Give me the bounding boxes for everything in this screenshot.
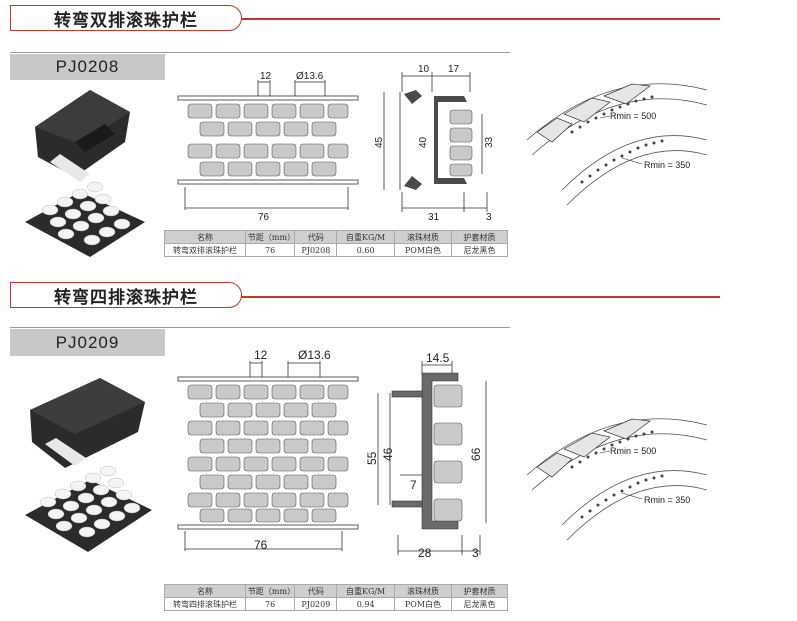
dim-bottom-a: 28 (418, 546, 432, 560)
dim-pitch: 12 (260, 71, 272, 82)
dim-inner: 40 (418, 136, 429, 148)
section-1-divider (10, 52, 510, 53)
dim-bottom-b: 3 (472, 546, 479, 560)
section-1-side-view: 10 17 45 40 33 31 3 (374, 64, 495, 222)
table-header-cell: 自重KG/M (336, 230, 395, 244)
table-cell: PJ0208 (294, 243, 338, 257)
rmin-500: Rmin = 500 (610, 111, 656, 121)
table-cell: 76 (244, 243, 296, 257)
section-2-curve-diagram: Rmin = 500 Rmin = 350 (526, 418, 708, 541)
table-header-row: 名称 节距（mm） 代码 自重KG/M 滚珠材质 护套材质 (164, 584, 508, 598)
table-row: 转弯双排滚珠护栏 76 PJ0208 0.60 POM白色 尼龙黑色 (164, 243, 508, 257)
table-cell: 转弯双排滚珠护栏 (164, 243, 246, 257)
section-2-divider (10, 327, 510, 328)
table-header-cell: 滚珠材质 (393, 584, 453, 598)
product-photo-bottom (25, 181, 145, 257)
product-photo-top (30, 378, 145, 468)
table-cell: 尼龙黑色 (451, 243, 508, 257)
table-cell: 0.94 (336, 597, 395, 611)
table-header-row: 名称 节距（mm） 代码 自重KG/M 滚珠材质 护套材质 (164, 230, 508, 244)
table-cell: PJ0209 (294, 597, 338, 611)
table-header-cell: 节距（mm） (244, 230, 296, 244)
section-2-code: PJ0209 (10, 329, 165, 356)
table-row: 转弯四排滚珠护栏 76 PJ0209 0.94 POM白色 尼龙黑色 (164, 597, 508, 611)
section-1-spec-table: 名称 节距（mm） 代码 自重KG/M 滚珠材质 护套材质 转弯双排滚珠护栏 7… (164, 230, 508, 257)
rmin-350: Rmin = 350 (644, 495, 690, 505)
dim-top: 14.5 (426, 351, 450, 365)
section-1-curve-diagram: Rmin = 500 Rmin = 350 (526, 83, 708, 206)
section-1-code: PJ0208 (10, 54, 165, 80)
section-2-product-photos (25, 378, 152, 552)
table-header-cell: 滚珠材质 (393, 230, 453, 244)
table-header-cell: 名称 (164, 584, 246, 598)
dim-top-a: 10 (418, 64, 430, 75)
table-cell: 尼龙黑色 (451, 597, 508, 611)
dim-diameter: Ø13.6 (296, 71, 324, 82)
section-1-title: 转弯双排滚珠护栏 (10, 5, 242, 31)
dim-inner: 46 (381, 447, 395, 461)
dim-bottom-b: 3 (486, 212, 492, 222)
dim-pitch: 12 (254, 348, 268, 362)
dim-bottom-a: 31 (428, 212, 440, 222)
table-header-cell: 护套材质 (451, 230, 508, 244)
table-header-cell: 名称 (164, 230, 246, 244)
section-2-title: 转弯四排滚珠护栏 (10, 282, 242, 308)
table-header-cell: 代码 (294, 230, 338, 244)
table-header-cell: 护套材质 (451, 584, 508, 598)
rmin-500: Rmin = 500 (610, 446, 656, 456)
section-2-front-view: 12 Ø13.6 76 (177, 348, 359, 552)
section-2-rule (240, 296, 720, 298)
section-1-product-photos (25, 90, 145, 257)
rmin-350: Rmin = 350 (644, 160, 690, 170)
dim-width: 76 (258, 212, 270, 222)
table-cell: POM白色 (393, 243, 453, 257)
product-photo-top (35, 90, 130, 182)
table-header-cell: 自重KG/M (336, 584, 395, 598)
dim-diameter: Ø13.6 (298, 348, 331, 362)
table-cell: POM白色 (393, 597, 453, 611)
section-2-side-view: 14.5 55 46 66 7 28 3 (365, 351, 487, 560)
dim-height: 45 (374, 136, 385, 148)
table-header-cell: 代码 (294, 584, 338, 598)
section-1-front-view: 12 Ø13.6 76 (177, 71, 359, 222)
table-cell: 76 (244, 597, 296, 611)
dim-right: 66 (469, 447, 483, 461)
table-cell: 0.60 (336, 243, 395, 257)
dim-small: 7 (410, 478, 417, 492)
dim-right: 33 (484, 136, 495, 148)
product-photo-bottom (25, 465, 152, 552)
dim-width: 76 (254, 538, 268, 552)
dim-outer: 55 (365, 451, 379, 465)
section-1-rule (240, 18, 720, 20)
table-header-cell: 节距（mm） (244, 584, 296, 598)
section-2-spec-table: 名称 节距（mm） 代码 自重KG/M 滚珠材质 护套材质 转弯四排滚珠护栏 7… (164, 584, 508, 611)
dim-top-b: 17 (448, 64, 460, 75)
table-cell: 转弯四排滚珠护栏 (164, 597, 246, 611)
